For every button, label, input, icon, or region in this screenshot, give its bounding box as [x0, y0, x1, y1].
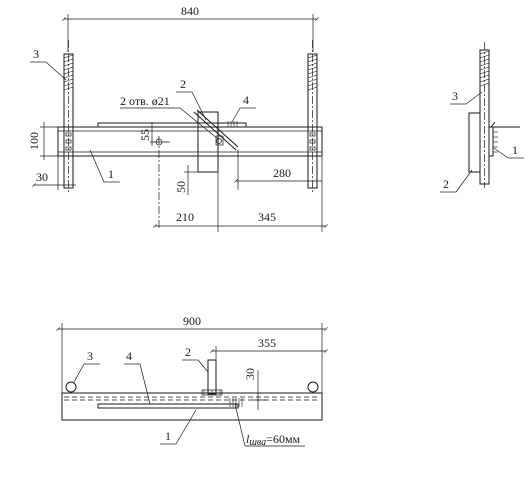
plan-beam	[61, 392, 323, 421]
side-callout-2: 2	[443, 177, 449, 191]
plan-stud-left	[65, 381, 77, 393]
weld-note-l: l	[246, 432, 250, 446]
plan-stud-right	[307, 381, 319, 393]
front-bracket-2	[193, 109, 239, 173]
front-hole-right	[216, 138, 222, 144]
front-left-stud	[63, 40, 74, 192]
plan-callout-3: 3	[87, 349, 93, 363]
front-callout-4: 4	[243, 93, 249, 107]
dim-210: 210	[176, 210, 194, 224]
dim-100: 100	[27, 132, 41, 150]
hole-note: 2 отв. ø21	[120, 94, 170, 108]
plan-bar-4	[97, 403, 239, 409]
dim-840: 840	[181, 4, 199, 18]
dim-355: 355	[258, 336, 276, 350]
dim-280: 280	[273, 166, 291, 180]
side-callout-1: 1	[512, 143, 518, 157]
dim-50: 50	[174, 181, 188, 193]
front-callout-1: 1	[108, 167, 114, 181]
dim-30: 30	[36, 170, 48, 184]
dim-900: 900	[183, 314, 201, 328]
weld-note: lшва=60мм	[234, 403, 305, 448]
plan-callout-4: 4	[126, 349, 132, 363]
side-view: 3 1 2	[440, 42, 524, 193]
side-plate-2	[468, 112, 481, 173]
plan-callout-1: 1	[165, 429, 171, 443]
front-right-stud	[307, 40, 318, 192]
front-view: 840 100 30 55 50 280 210 345 2 отв. ø21	[27, 4, 328, 232]
plan-callout-2: 2	[185, 345, 191, 359]
weld-note-value: =60мм	[266, 432, 300, 446]
front-callout-3: 3	[33, 47, 39, 61]
dim-55: 55	[138, 129, 152, 141]
front-callout-2: 2	[180, 77, 186, 91]
svg-text:lшва=60мм: lшва=60мм	[246, 432, 301, 448]
front-bar-4	[97, 122, 247, 128]
side-beam-section	[488, 126, 494, 157]
side-callout-3: 3	[452, 89, 458, 103]
dim-345: 345	[258, 210, 276, 224]
dim-30-plan: 30	[243, 368, 257, 380]
weld-note-sub: шва	[249, 437, 266, 448]
plan-view: 900 355 30 3 4 2 1 lшва=60мм	[56, 314, 328, 448]
